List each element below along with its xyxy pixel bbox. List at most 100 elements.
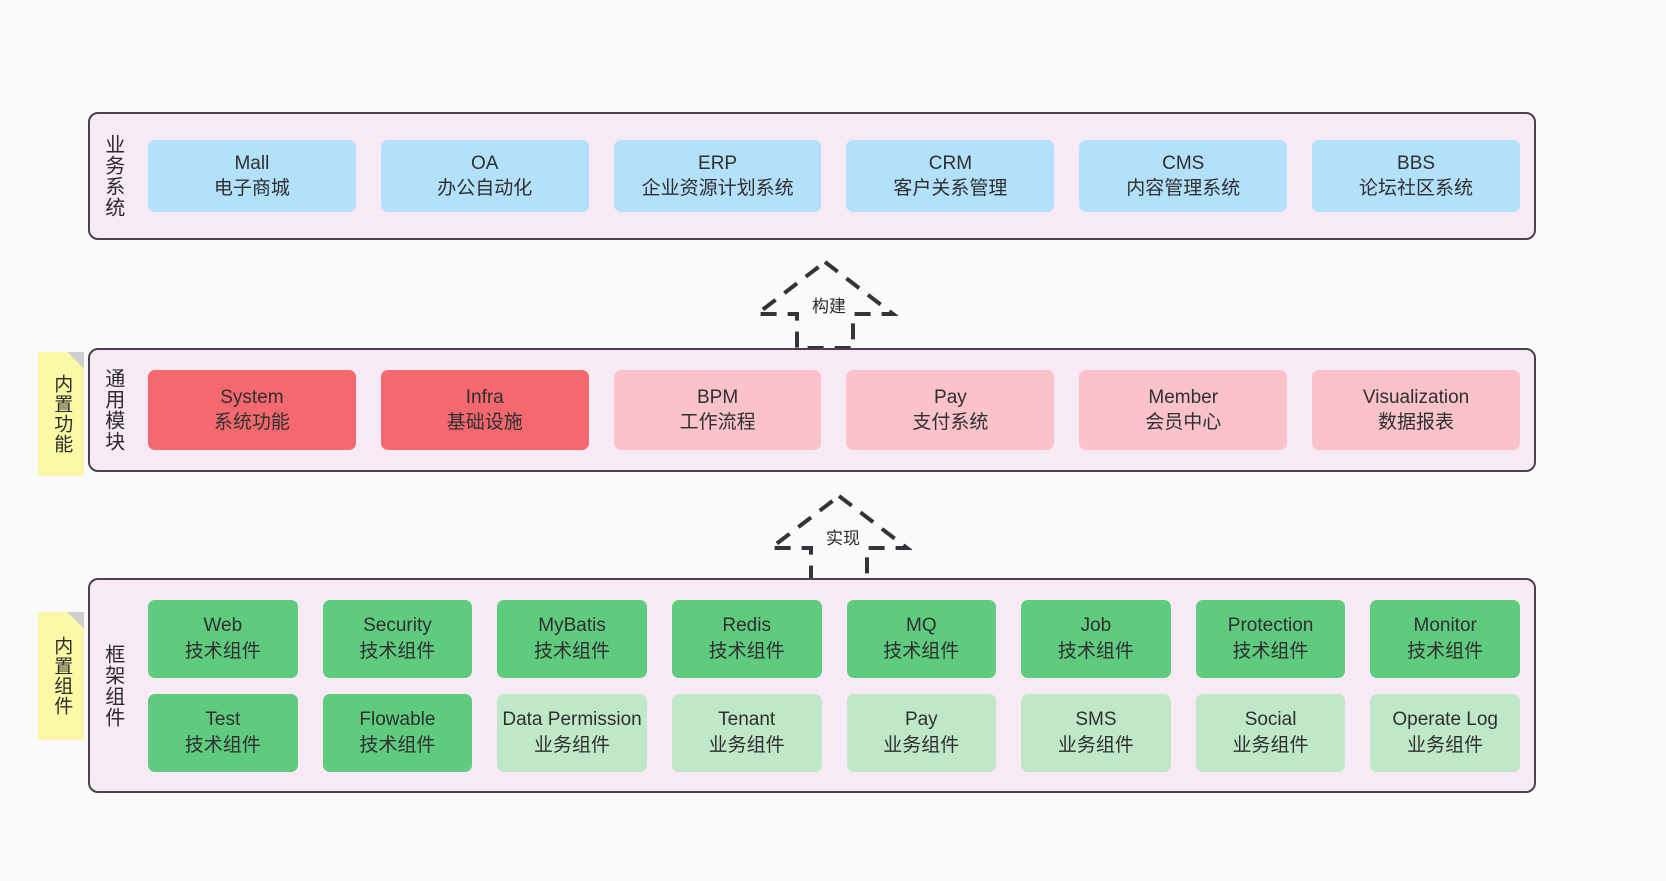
- note-builtin-features: 内置功能: [38, 352, 84, 476]
- card-protection[interactable]: Protection 技术组件: [1195, 599, 1346, 678]
- card-job[interactable]: Job 技术组件: [1021, 599, 1171, 678]
- card-mybatis[interactable]: MyBatis 技术组件: [497, 599, 647, 678]
- card-subtitle: 企业资源计划系统: [641, 178, 794, 199]
- note-text: 内置功能: [51, 374, 73, 454]
- card-subtitle: 业务组件: [534, 734, 611, 756]
- card-operate-log[interactable]: Operate Log 业务组件: [1370, 693, 1520, 772]
- card-name: BPM: [696, 386, 739, 408]
- card-name: Social: [1244, 709, 1297, 731]
- note-builtin-components: 内置组件: [38, 612, 84, 740]
- card-tenant[interactable]: Tenant 业务组件: [671, 693, 822, 772]
- card-subtitle: 业务组件: [1407, 734, 1484, 756]
- layer-body-framework: Web 技术组件 Security 技术组件 MyBatis 技术组件 Redi…: [134, 580, 1534, 791]
- card-subtitle: 技术组件: [534, 640, 611, 662]
- layer-framework-components: 框架组件 Web 技术组件 Security 技术组件 MyBatis 技术组件…: [88, 578, 1536, 793]
- card-mq[interactable]: MQ 技术组件: [846, 599, 997, 678]
- card-subtitle: 会员中心: [1145, 412, 1222, 433]
- layer-title-framework: 框架组件: [101, 643, 124, 728]
- card-name: Mall: [234, 152, 270, 174]
- card-visualization[interactable]: Visualization 数据报表: [1312, 370, 1520, 450]
- layer-body-common: System 系统功能 Infra 基础设施 BPM 工作流程 Pay 支付系统…: [134, 350, 1534, 470]
- card-subtitle: 电子商城: [213, 178, 290, 199]
- card-subtitle: 技术组件: [359, 734, 436, 756]
- card-name: System: [220, 386, 284, 408]
- card-subtitle: 技术组件: [1057, 640, 1134, 662]
- card-pay-module[interactable]: Pay 支付系统: [846, 370, 1055, 450]
- card-name: Protection: [1227, 615, 1314, 637]
- card-sms[interactable]: SMS 业务组件: [1021, 693, 1171, 772]
- card-name: Pay: [904, 709, 938, 731]
- card-subtitle: 工作流程: [679, 412, 756, 433]
- layer-common-modules: 通用模块 System 系统功能 Infra 基础设施 BPM 工作流程 Pay…: [88, 348, 1536, 472]
- card-crm[interactable]: CRM 客户关系管理: [846, 140, 1055, 212]
- card-infra[interactable]: Infra 基础设施: [380, 370, 589, 450]
- card-subtitle: 业务组件: [1057, 734, 1134, 756]
- card-redis[interactable]: Redis 技术组件: [671, 599, 822, 678]
- note-text: 内置组件: [51, 636, 73, 716]
- card-subtitle: 技术组件: [359, 640, 436, 662]
- card-subtitle: 技术组件: [184, 640, 261, 662]
- card-name: Tenant: [718, 709, 776, 731]
- card-system[interactable]: System 系统功能: [148, 370, 356, 450]
- card-web[interactable]: Web 技术组件: [148, 599, 298, 678]
- card-row: Web 技术组件 Security 技术组件 MyBatis 技术组件 Redi…: [148, 599, 1520, 678]
- card-name: Job: [1080, 615, 1112, 637]
- card-row: Mall 电子商城 OA 办公自动化 ERP 企业资源计划系统 CRM 客户关系…: [148, 140, 1520, 212]
- card-name: CMS: [1162, 152, 1205, 174]
- card-name: Infra: [465, 386, 504, 408]
- card-subtitle: 支付系统: [912, 412, 989, 433]
- card-subtitle: 数据报表: [1378, 412, 1455, 433]
- card-member[interactable]: Member 会员中心: [1079, 370, 1288, 450]
- card-name: Security: [363, 615, 432, 637]
- card-name: BBS: [1397, 152, 1436, 174]
- card-name: MQ: [906, 615, 937, 637]
- card-subtitle: 客户关系管理: [893, 178, 1008, 199]
- card-row: Test 技术组件 Flowable 技术组件 Data Permission …: [148, 693, 1520, 772]
- card-name: CRM: [928, 152, 973, 174]
- layer-body-business: Mall 电子商城 OA 办公自动化 ERP 企业资源计划系统 CRM 客户关系…: [134, 114, 1534, 238]
- card-data-permission[interactable]: Data Permission 业务组件: [497, 693, 647, 772]
- card-subtitle: 技术组件: [708, 640, 785, 662]
- connector-implement-label: 实现: [826, 529, 860, 548]
- note-fold-corner-icon: [67, 352, 84, 369]
- card-name: OA: [471, 152, 499, 174]
- card-subtitle: 技术组件: [184, 734, 261, 756]
- card-subtitle: 技术组件: [883, 640, 960, 662]
- card-security[interactable]: Security 技术组件: [322, 599, 473, 678]
- card-flowable[interactable]: Flowable 技术组件: [322, 693, 473, 772]
- card-name: Test: [205, 709, 241, 731]
- card-cms[interactable]: CMS 内容管理系统: [1079, 140, 1288, 212]
- card-mall[interactable]: Mall 电子商城: [148, 140, 356, 212]
- card-test[interactable]: Test 技术组件: [148, 693, 298, 772]
- card-name: SMS: [1075, 709, 1117, 731]
- card-subtitle: 业务组件: [708, 734, 785, 756]
- card-subtitle: 办公自动化: [437, 178, 533, 199]
- card-name: Member: [1148, 386, 1219, 408]
- connector-build-label: 构建: [812, 297, 846, 316]
- card-name: Operate Log: [1392, 709, 1498, 731]
- card-bpm[interactable]: BPM 工作流程: [613, 370, 822, 450]
- card-name: Data Permission: [502, 709, 642, 731]
- card-subtitle: 业务组件: [1232, 734, 1309, 756]
- layer-business-systems: 业务系统 Mall 电子商城 OA 办公自动化 ERP 企业资源计划系统 CRM…: [88, 112, 1536, 240]
- card-name: MyBatis: [538, 615, 606, 637]
- card-social[interactable]: Social 业务组件: [1195, 693, 1346, 772]
- card-subtitle: 技术组件: [1232, 640, 1309, 662]
- card-bbs[interactable]: BBS 论坛社区系统: [1312, 140, 1520, 212]
- card-name: Flowable: [359, 709, 436, 731]
- card-subtitle: 内容管理系统: [1126, 178, 1241, 199]
- card-monitor[interactable]: Monitor 技术组件: [1370, 599, 1520, 678]
- card-name: Visualization: [1362, 386, 1470, 408]
- card-name: ERP: [698, 152, 738, 174]
- card-name: Redis: [722, 615, 771, 637]
- card-erp[interactable]: ERP 企业资源计划系统: [613, 140, 822, 212]
- note-fold-corner-icon: [67, 612, 84, 629]
- card-row: System 系统功能 Infra 基础设施 BPM 工作流程 Pay 支付系统…: [148, 370, 1520, 450]
- card-name: Monitor: [1413, 615, 1477, 637]
- card-subtitle: 业务组件: [883, 734, 960, 756]
- card-oa[interactable]: OA 办公自动化: [380, 140, 589, 212]
- card-name: Web: [203, 615, 243, 637]
- card-subtitle: 系统功能: [213, 412, 290, 433]
- card-name: Pay: [934, 386, 967, 408]
- card-pay-component[interactable]: Pay 业务组件: [846, 693, 997, 772]
